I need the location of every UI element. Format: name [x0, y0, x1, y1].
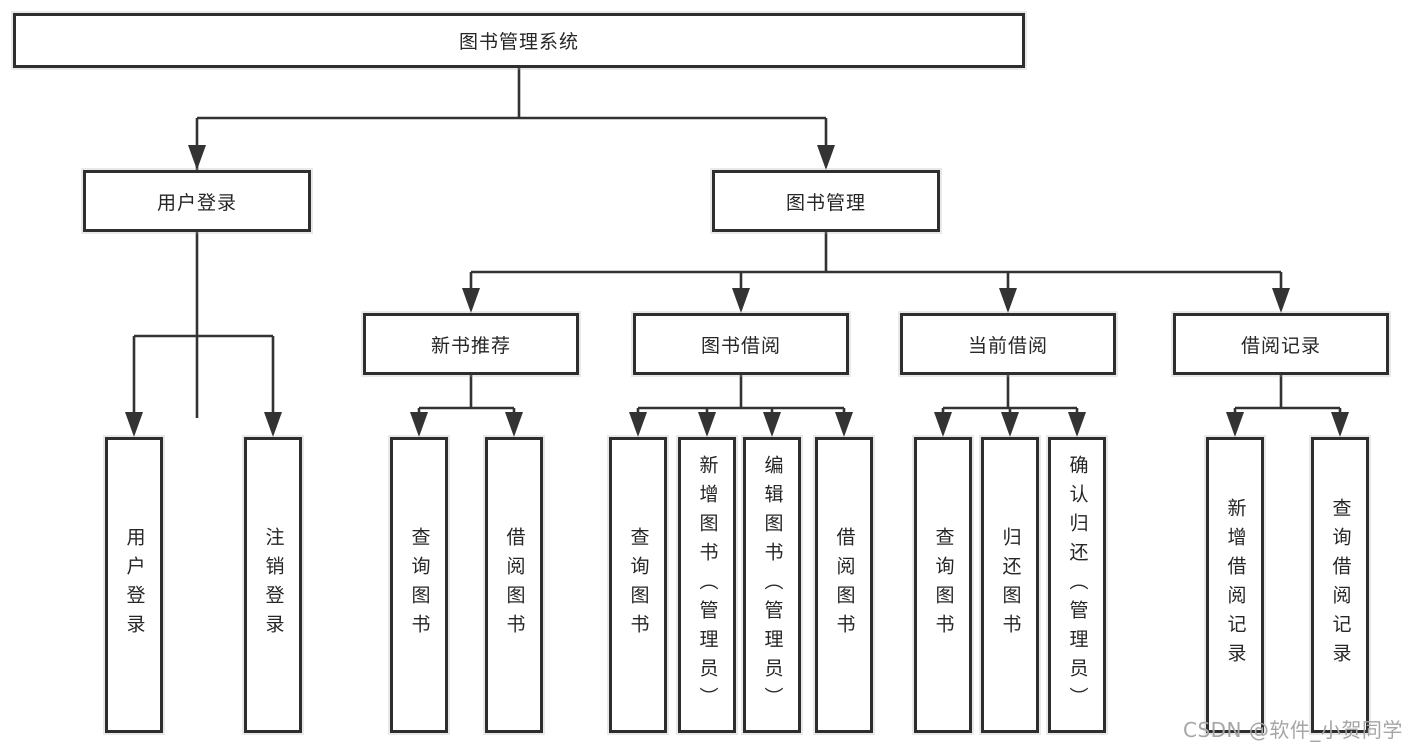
leaf-user-login: 用户登录 — [105, 437, 163, 733]
node-root-label: 图书管理系统 — [458, 31, 579, 53]
node-book-management: 图书管理 — [712, 170, 940, 232]
leaf-edit-books-admin-label: 编辑图书（管理员） — [761, 454, 784, 716]
node-borrowing-records: 借阅记录 — [1173, 313, 1389, 375]
csdn-watermark: CSDN @软件_小贺同学 — [1183, 718, 1403, 742]
leaf-add-borrow-record: 新增借阅记录 — [1206, 437, 1264, 733]
leaf-add-books-admin: 新增图书（管理员） — [678, 437, 736, 733]
leaf-query-books-2-label: 查询图书 — [627, 527, 650, 643]
leaf-borrow-books-1-label: 借阅图书 — [503, 527, 526, 643]
leaf-add-books-admin-label: 新增图书（管理员） — [696, 454, 719, 716]
leaf-query-books-1: 查询图书 — [390, 437, 448, 733]
leaf-return-books-label: 归还图书 — [999, 527, 1022, 643]
leaf-query-borrow-record: 查询借阅记录 — [1311, 437, 1369, 733]
leaf-confirm-return-admin: 确认归还（管理员） — [1048, 437, 1106, 733]
leaf-query-borrow-record-label: 查询借阅记录 — [1329, 498, 1352, 672]
node-root-system: 图书管理系统 — [13, 13, 1025, 68]
node-user-login-label: 用户登录 — [156, 191, 237, 214]
leaf-borrow-books-1: 借阅图书 — [485, 437, 543, 733]
node-user-login: 用户登录 — [83, 170, 311, 232]
node-book-borrowing: 图书借阅 — [633, 313, 849, 375]
leaf-logout-label: 注销登录 — [262, 527, 285, 643]
leaf-confirm-return-admin-label: 确认归还（管理员） — [1066, 454, 1089, 716]
leaf-query-books-1-label: 查询图书 — [408, 527, 431, 643]
node-book-management-label: 图书管理 — [785, 191, 866, 214]
node-borrowing-records-label: 借阅记录 — [1240, 334, 1321, 357]
leaf-query-books-3-label: 查询图书 — [932, 527, 955, 643]
node-current-borrowing: 当前借阅 — [900, 313, 1116, 375]
node-book-borrowing-label: 图书借阅 — [700, 334, 781, 357]
leaf-add-borrow-record-label: 新增借阅记录 — [1224, 498, 1247, 672]
leaf-query-books-2: 查询图书 — [609, 437, 667, 733]
node-new-book-recommend-label: 新书推荐 — [430, 334, 511, 357]
leaf-return-books: 归还图书 — [981, 437, 1039, 733]
node-new-book-recommend: 新书推荐 — [363, 313, 579, 375]
leaf-edit-books-admin: 编辑图书（管理员） — [743, 437, 801, 733]
leaf-borrow-books-2: 借阅图书 — [815, 437, 873, 733]
leaf-logout: 注销登录 — [244, 437, 302, 733]
leaf-user-login-label: 用户登录 — [123, 527, 146, 643]
leaf-borrow-books-2-label: 借阅图书 — [833, 527, 856, 643]
node-current-borrowing-label: 当前借阅 — [967, 334, 1048, 357]
leaf-query-books-3: 查询图书 — [914, 437, 972, 733]
